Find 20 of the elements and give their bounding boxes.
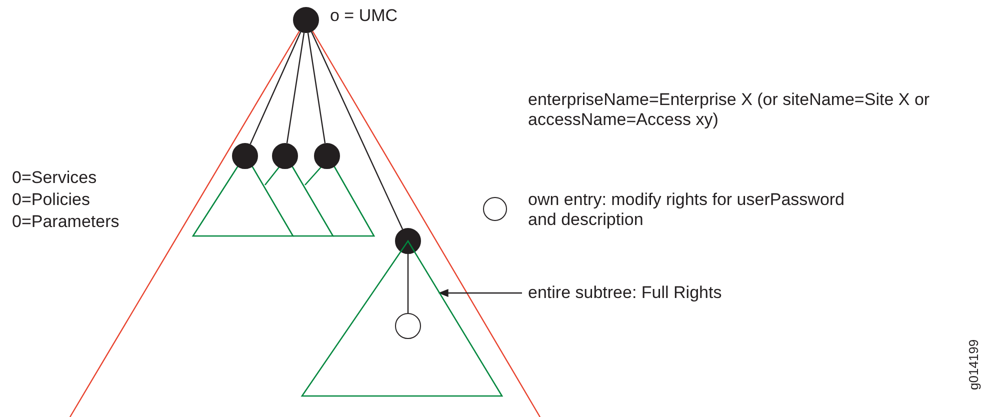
filled-circle-node [293, 7, 319, 33]
tree-branch-line [307, 32, 326, 144]
tree-branch-line [310, 32, 404, 230]
filled-circle-node [395, 228, 421, 254]
open-circle-node [395, 313, 421, 339]
node-caption: o = UMC [330, 6, 398, 26]
figure-id: g014199 [965, 339, 982, 390]
legend-text: own entry: modify rights for userPassword and description [528, 190, 846, 230]
annotation-text: enterpriseName=Enterprise X (or siteName=Site X or accessName=Access xy) [528, 90, 931, 130]
tree-branch-line [250, 32, 302, 144]
attribute-label: 0=Policies [12, 190, 90, 210]
filled-circle-node [232, 143, 258, 169]
attribute-label: 0=Parameters [12, 212, 120, 232]
subtree-triangle [302, 241, 502, 397]
annotation-text: entire subtree: Full Rights [528, 283, 722, 303]
filled-circle-node [314, 143, 340, 169]
attribute-label: 0=Services [12, 168, 97, 188]
tree-branch-line [286, 32, 305, 144]
filled-circle-node [272, 143, 298, 169]
leader-arrow [438, 289, 522, 297]
